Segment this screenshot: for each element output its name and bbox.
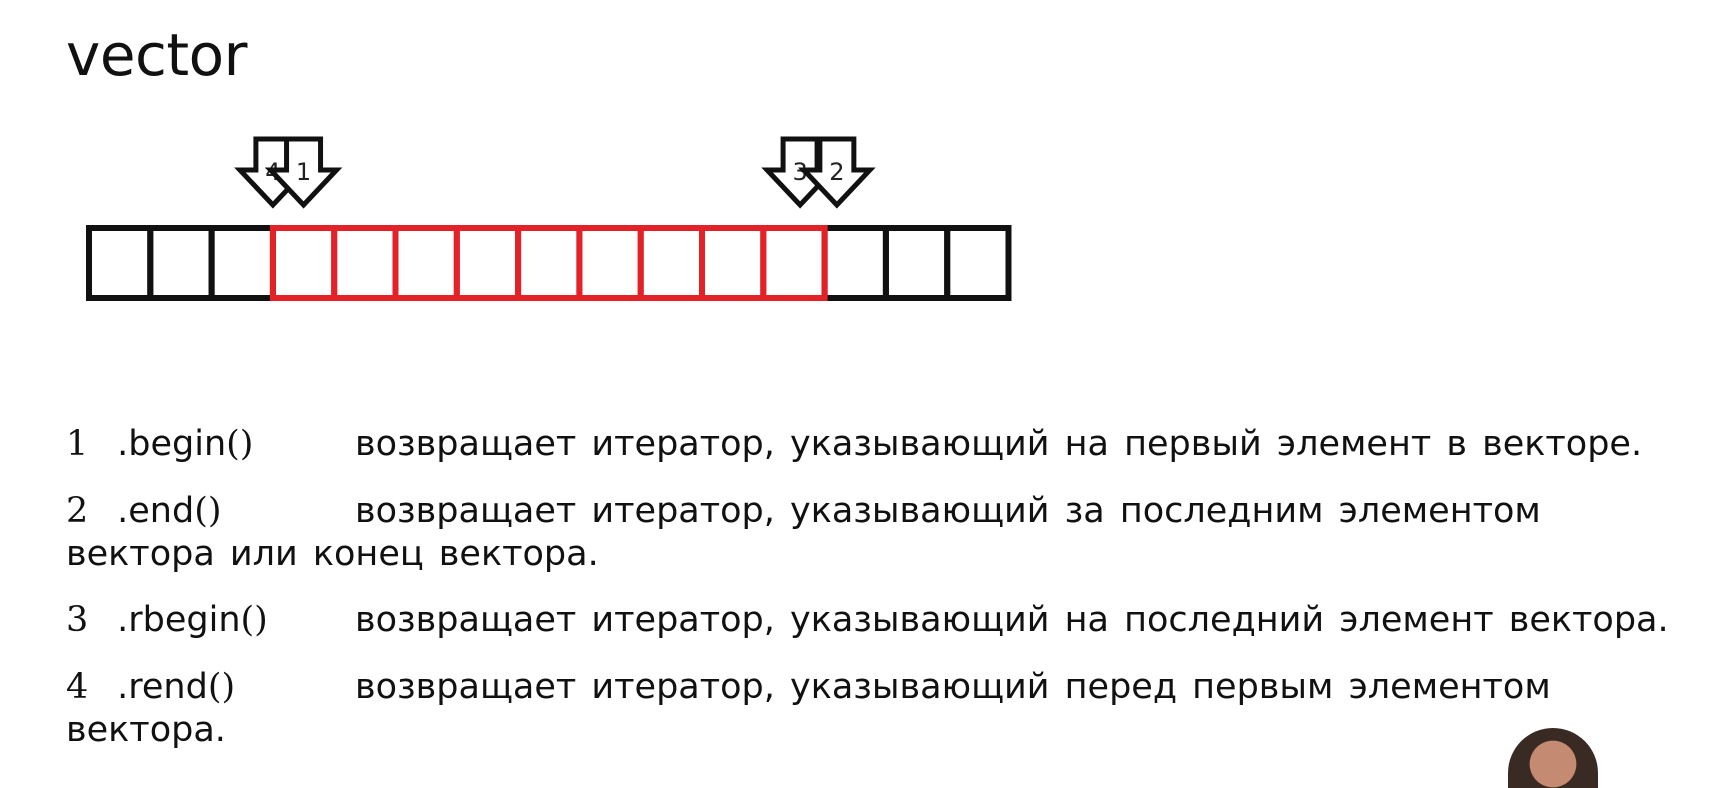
vector-cell-range — [576, 225, 644, 301]
vector-cell-range — [515, 225, 583, 301]
iterator-arrow-1: 1 — [264, 136, 343, 209]
vector-cell — [944, 225, 1012, 301]
method-name: .rbegin — [117, 600, 241, 640]
iterator-arrow-4: 4 — [234, 136, 312, 209]
arrow-label: 1 — [296, 158, 311, 186]
vector-cell-range — [699, 225, 767, 301]
method-name: .begin — [117, 424, 227, 464]
vector-cell-range — [453, 225, 522, 301]
arrow-label: 2 — [829, 158, 844, 186]
item-number: 1 — [66, 424, 89, 464]
vector-cell-range — [392, 225, 460, 301]
vector-cell — [882, 225, 951, 301]
item-number: 3 — [66, 600, 89, 640]
iterator-arrow-3: 3 — [761, 136, 839, 209]
vector-cell-range — [637, 225, 706, 301]
method-parens: () — [194, 491, 222, 531]
vector-cell-range — [760, 225, 828, 301]
item-number: 2 — [66, 491, 89, 531]
iterator-arrow-2: 2 — [798, 136, 876, 209]
vector-cell — [821, 225, 889, 301]
item-description-continued: вектора или конец вектора. — [66, 534, 599, 574]
arrow-label: 4 — [265, 158, 280, 186]
arrow-label: 3 — [792, 158, 807, 186]
method-parens: () — [207, 667, 236, 707]
method-parens: () — [240, 600, 268, 640]
list-item-end: 2 .end() возвращает итератор, указывающи… — [66, 490, 1686, 576]
item-description: возвращает итератор, указывающий на перв… — [355, 424, 1643, 464]
list-item-rend: 4 .rend() возвращает итератор, указывающ… — [66, 666, 1686, 752]
item-description: возвращает итератор, указывающий за посл… — [355, 491, 1541, 531]
list-item-begin: 1 .begin() возвращает итератор, указываю… — [66, 423, 1686, 466]
vector-cell-range — [331, 225, 399, 301]
item-description-continued: вектора. — [66, 710, 226, 750]
page-title: vector — [66, 21, 247, 89]
list-item-rbegin: 3 .rbegin() возвращает итератор, указыва… — [66, 599, 1686, 642]
item-description: возвращает итератор, указывающий перед п… — [355, 667, 1551, 707]
vector-cell — [147, 225, 215, 301]
item-number: 4 — [66, 667, 89, 707]
method-parens: () — [226, 424, 254, 464]
vector-cell — [86, 225, 154, 301]
method-name: .end — [117, 491, 195, 531]
vector-cell-range — [269, 225, 338, 301]
vector-cell — [208, 225, 276, 301]
method-name: .rend — [117, 667, 208, 707]
item-description: возвращает итератор, указывающий на посл… — [355, 600, 1669, 640]
